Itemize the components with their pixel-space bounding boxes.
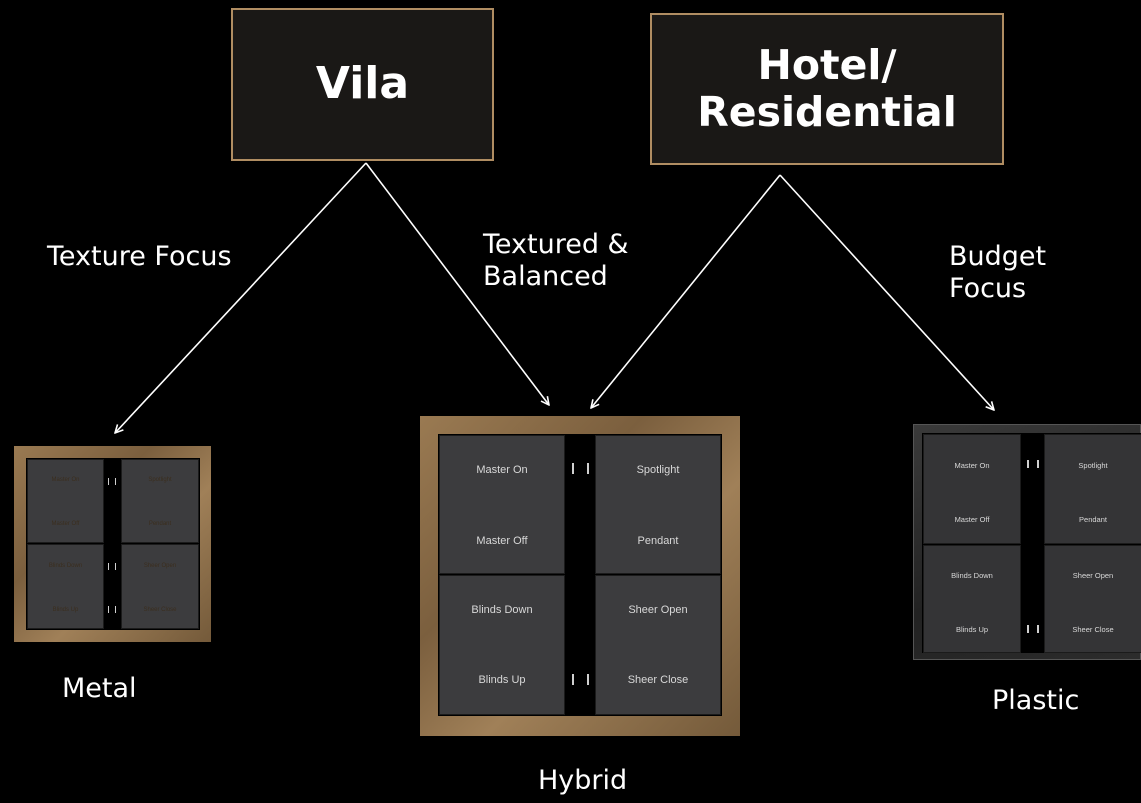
hybrid-label-sheer-close: Sheer Close [627,674,689,686]
metal-key-top-left: Master On Master Off [27,459,104,543]
metal-label: Metal [62,673,137,704]
metal-label-pendant: Pendant [148,521,172,527]
plastic-indicator [1027,460,1029,468]
plastic-indicator [1037,460,1039,468]
plastic-label-blinds-down: Blinds Down [951,571,993,580]
plastic-label-sheer-open: Sheer Open [1072,571,1114,580]
plastic-label-blinds-up: Blinds Up [955,625,989,634]
textured-balanced-label: Textured & Balanced [483,229,629,293]
metal-indicator [108,606,109,613]
metal-label-master-off: Master Off [51,521,80,527]
metal-key-bottom-right: Sheer Open Sheer Close [121,544,199,629]
plastic-label-master-off: Master Off [954,515,990,524]
arrow-hotel-to-plastic [779,174,994,410]
arrow-vila-to-hybrid [365,162,549,405]
hybrid-label-master-off: Master Off [476,535,528,547]
vila-label: Vila [315,58,410,110]
hybrid-indicator [572,463,574,474]
metal-label-spotlight: Spotlight [148,477,172,483]
texture-focus-label: Texture Focus [47,241,232,272]
plastic-label-sheer-close: Sheer Close [1072,625,1114,634]
hybrid-label-blinds-down: Blinds Down [471,604,533,616]
budget-label-line1: Budget [949,241,1047,272]
metal-key-top-right: Spotlight Pendant [121,459,199,543]
hybrid-label: Hybrid [538,765,628,796]
hybrid-label-pendant: Pendant [637,535,679,547]
textured-label-line2: Balanced [483,260,608,292]
budget-focus-label: Budget Focus [949,241,1046,305]
metal-label-sheer-close: Sheer Close [143,607,177,613]
hybrid-label-spotlight: Spotlight [636,464,680,476]
hotel-residential-box: Hotel/ Residential [650,13,1004,165]
plastic-label-pendant: Pendant [1079,515,1107,524]
hybrid-indicator [572,674,574,685]
metal-indicator [115,606,116,613]
vila-box: Vila [231,8,494,161]
metal-indicator [115,478,116,485]
hybrid-key-top-right: Spotlight Pendant [595,435,721,574]
hotel-label-line2: Residential [697,88,957,136]
metal-indicator [115,563,116,570]
metal-indicator [108,563,109,570]
plastic-key-bottom-left: Blinds Down Blinds Up [923,545,1021,653]
metal-key-bottom-left: Blinds Down Blinds Up [27,544,104,629]
hybrid-indicator [587,674,589,685]
hotel-label-line1: Hotel/ [757,40,897,89]
textured-label-line1: Textured & [483,229,629,260]
plastic-key-top-right: Spotlight Pendant [1044,434,1141,544]
plastic-panel: Master On Master Off Spotlight Pendant B… [913,424,1141,660]
metal-indicator [108,478,109,485]
metal-label-blinds-down: Blinds Down [48,563,83,569]
plastic-label: Plastic [992,685,1080,716]
metal-panel: Master On Master Off Spotlight Pendant B… [14,446,211,642]
plastic-key-top-left: Master On Master Off [923,434,1021,544]
hybrid-indicator [587,463,589,474]
hybrid-label-blinds-up: Blinds Up [478,674,526,686]
metal-panel-face: Master On Master Off Spotlight Pendant B… [26,458,200,630]
arrow-hotel-to-hybrid [591,174,781,408]
plastic-label-spotlight: Spotlight [1078,461,1108,470]
hybrid-panel: Master On Master Off Spotlight Pendant B… [420,416,740,736]
plastic-panel-face: Master On Master Off Spotlight Pendant B… [922,433,1141,653]
arrow-vila-to-metal [115,162,367,433]
hybrid-key-bottom-left: Blinds Down Blinds Up [439,575,565,715]
hybrid-key-top-left: Master On Master Off [439,435,565,574]
metal-label-sheer-open: Sheer Open [143,563,177,569]
budget-label-line2: Focus [949,272,1027,304]
metal-label-master-on: Master On [51,477,80,483]
metal-label-blinds-up: Blinds Up [52,607,79,613]
hybrid-panel-face: Master On Master Off Spotlight Pendant B… [438,434,722,716]
plastic-key-bottom-right: Sheer Open Sheer Close [1044,545,1141,653]
hybrid-label-sheer-open: Sheer Open [628,604,688,616]
plastic-indicator [1037,625,1039,633]
hybrid-label-master-on: Master On [476,464,528,476]
plastic-label-master-on: Master On [954,461,990,470]
hybrid-key-bottom-right: Sheer Open Sheer Close [595,575,721,715]
plastic-indicator [1027,625,1029,633]
